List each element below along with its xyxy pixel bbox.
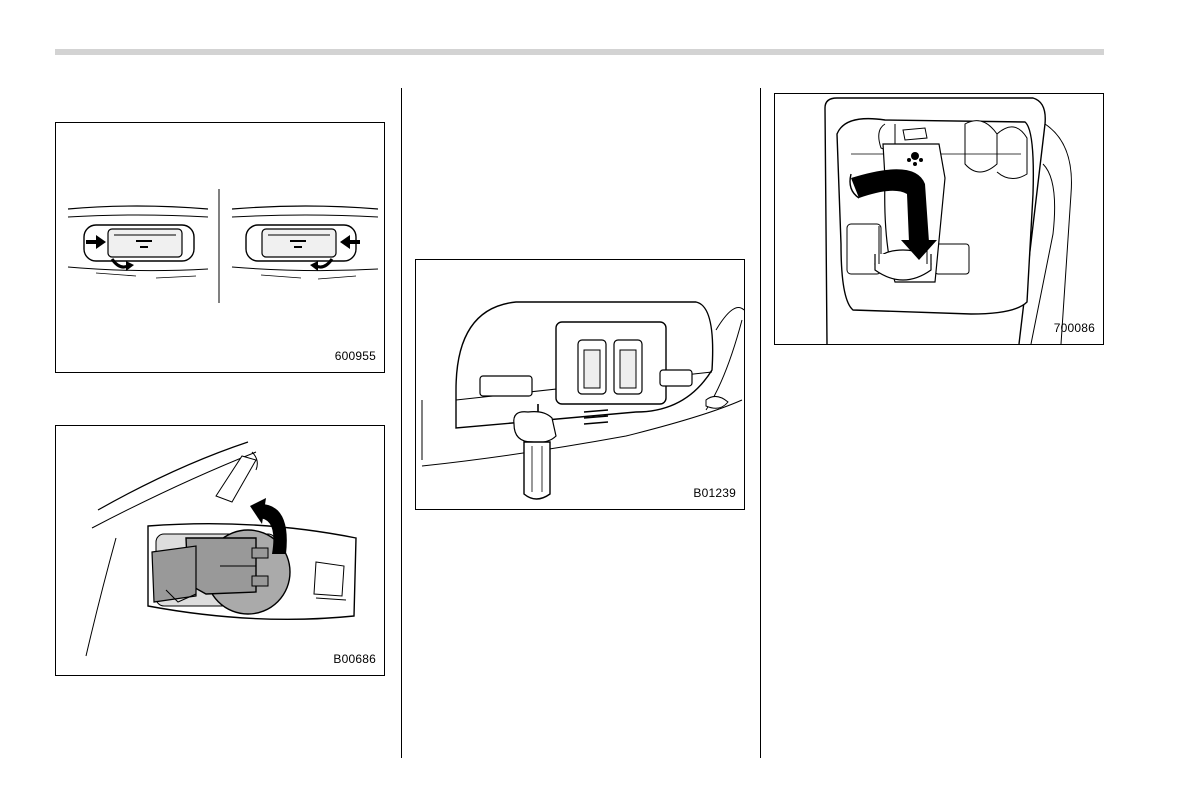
bulb-socket-illustration (56, 426, 384, 675)
figure-code: B01239 (693, 486, 736, 500)
figure-bulb-socket-rotate: B00686 (55, 425, 385, 676)
header-rule (55, 49, 1104, 55)
column-divider-left (401, 88, 402, 758)
figure-screwdriver-removal: B01239 (415, 259, 745, 510)
map-light-lens-illustration (56, 123, 384, 372)
figure-code: 600955 (335, 349, 376, 363)
screwdriver-console-illustration (416, 260, 744, 509)
bulb-replacement-illustration (775, 94, 1103, 344)
figure-code: B00686 (333, 652, 376, 666)
column-divider-right (760, 88, 761, 758)
figure-map-light-lens: 600955 (55, 122, 385, 373)
figure-bulb-replacement: 700086 (774, 93, 1104, 345)
figure-code: 700086 (1054, 321, 1095, 335)
